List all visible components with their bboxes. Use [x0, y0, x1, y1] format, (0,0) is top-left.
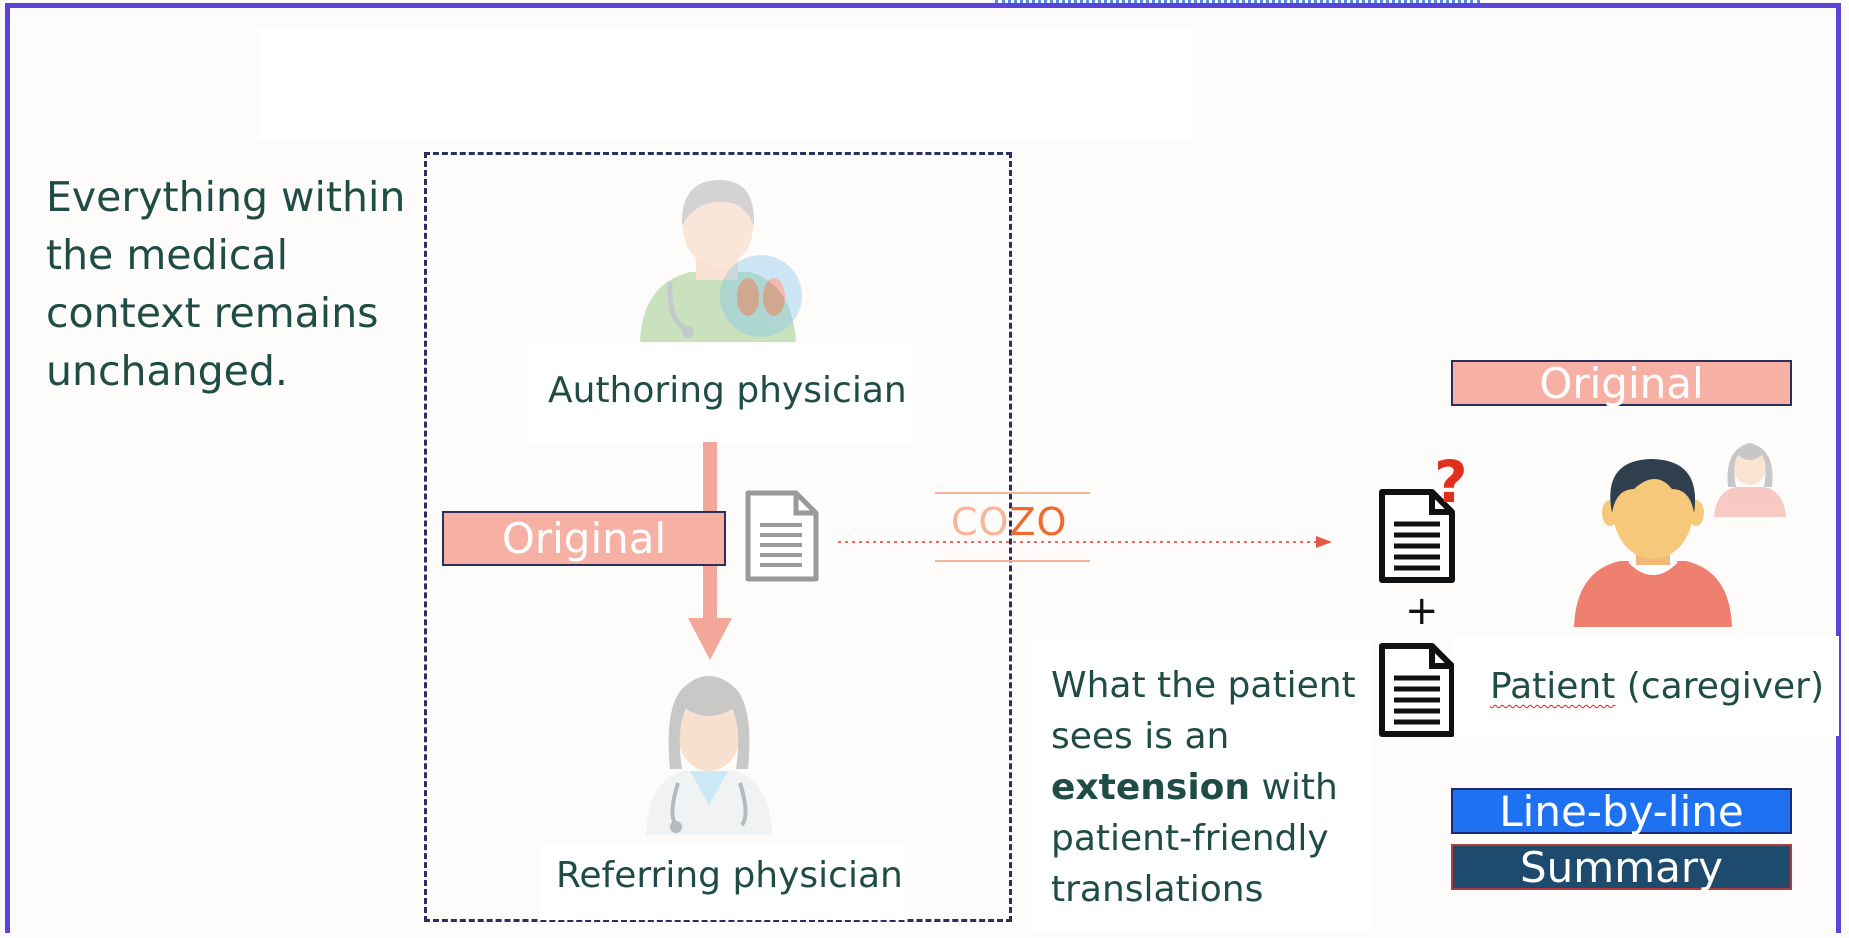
referring-physician-label: Referring physician [556, 855, 903, 896]
cozo-text: COZO [951, 500, 1067, 544]
referring-label-box [540, 842, 905, 920]
cozo-part1: CO [951, 500, 1010, 544]
authoring-physician-label: Authoring physician [548, 370, 907, 411]
cozo-bottom-line [935, 560, 1090, 562]
document-icon [1379, 489, 1455, 583]
top-dotted-line [995, 0, 1480, 7]
document-icon [745, 490, 819, 582]
dotted-arrow [838, 536, 1332, 548]
male-doctor-icon [640, 180, 796, 342]
summary-tag: Summary [1451, 843, 1792, 892]
line-by-line-tag: Line-by-line [1451, 787, 1792, 836]
patient-icon [1574, 459, 1732, 627]
document-icon [1379, 643, 1455, 737]
original-tag-right: Original [1451, 359, 1792, 408]
patient-caregiver-text: (caregiver) [1615, 666, 1825, 707]
cozo-top-line [935, 492, 1090, 494]
kidney-icon [720, 255, 802, 337]
extension-text-before: What the patient sees is an [1051, 665, 1356, 757]
medical-context-box [424, 152, 1012, 922]
extension-text-box [1032, 640, 1372, 930]
patient-label-box [1454, 636, 1839, 736]
extension-text: What the patient sees is an extension wi… [1051, 660, 1361, 915]
cozo-logo: COZO [935, 492, 1090, 564]
plus-sign: + [1405, 588, 1439, 634]
extension-text-after: with patient-friendly translations [1051, 767, 1338, 910]
slide-frame [5, 3, 1841, 933]
patient-word: Patient [1490, 666, 1616, 707]
female-doctor-icon [646, 676, 772, 835]
extension-text-bold: extension [1051, 767, 1251, 808]
authoring-label-box [528, 345, 913, 442]
intro-text: Everything within the medical context re… [46, 173, 406, 395]
title-placeholder [258, 28, 1193, 141]
original-tag-left: Original [442, 511, 726, 566]
patient-label: Patient (caregiver) [1490, 666, 1824, 707]
question-mark: ? [1434, 448, 1468, 516]
cozo-part2: ZO [1009, 500, 1068, 544]
caregiver-icon [1714, 443, 1786, 517]
